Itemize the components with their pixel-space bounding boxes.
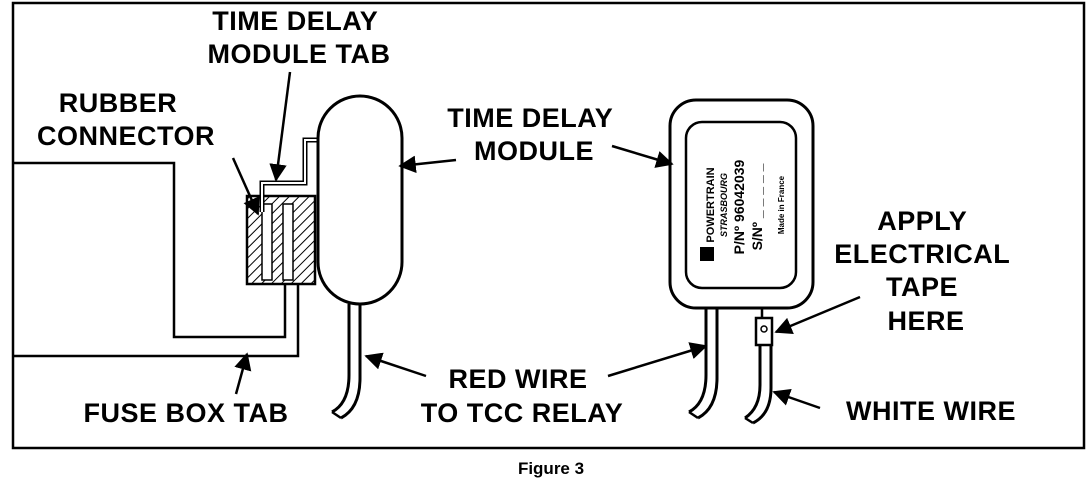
module-city: STRASBOURG (719, 173, 729, 237)
red-wire-right (688, 308, 708, 414)
module-brand: POWERTRAIN (705, 167, 717, 242)
label-red-wire: RED WIRE TO TCC RELAY (421, 364, 624, 428)
time-delay-module-body (316, 94, 404, 306)
module-serial-number: S/Nº _ _ _ _ _ (749, 163, 765, 250)
fuse-box-tab-strap (14, 284, 300, 358)
label-time-delay-module-tab: TIME DELAY MODULE TAB (208, 6, 391, 69)
figure-caption: Figure 3 (518, 459, 584, 478)
label-white-wire: WHITE WIRE (846, 396, 1016, 426)
fuse-box-tab (14, 161, 287, 339)
label-fuse-box-tab: FUSE BOX TAB (83, 398, 288, 428)
powertrain-module (668, 98, 815, 310)
label-apply-electrical-tape: APPLY ELECTRICAL TAPE HERE (834, 206, 1018, 336)
module-part-number: P/Nº 96042039 (731, 159, 747, 254)
module-origin: Made in France (777, 175, 786, 234)
label-rubber-connector: RUBBER CONNECTOR (37, 88, 215, 151)
figure-frame (11, 1, 1086, 450)
label-time-delay-module: TIME DELAY MODULE (447, 103, 621, 166)
leader-arrows (231, 71, 861, 410)
red-wire (331, 304, 351, 414)
rubber-connector (245, 194, 317, 286)
